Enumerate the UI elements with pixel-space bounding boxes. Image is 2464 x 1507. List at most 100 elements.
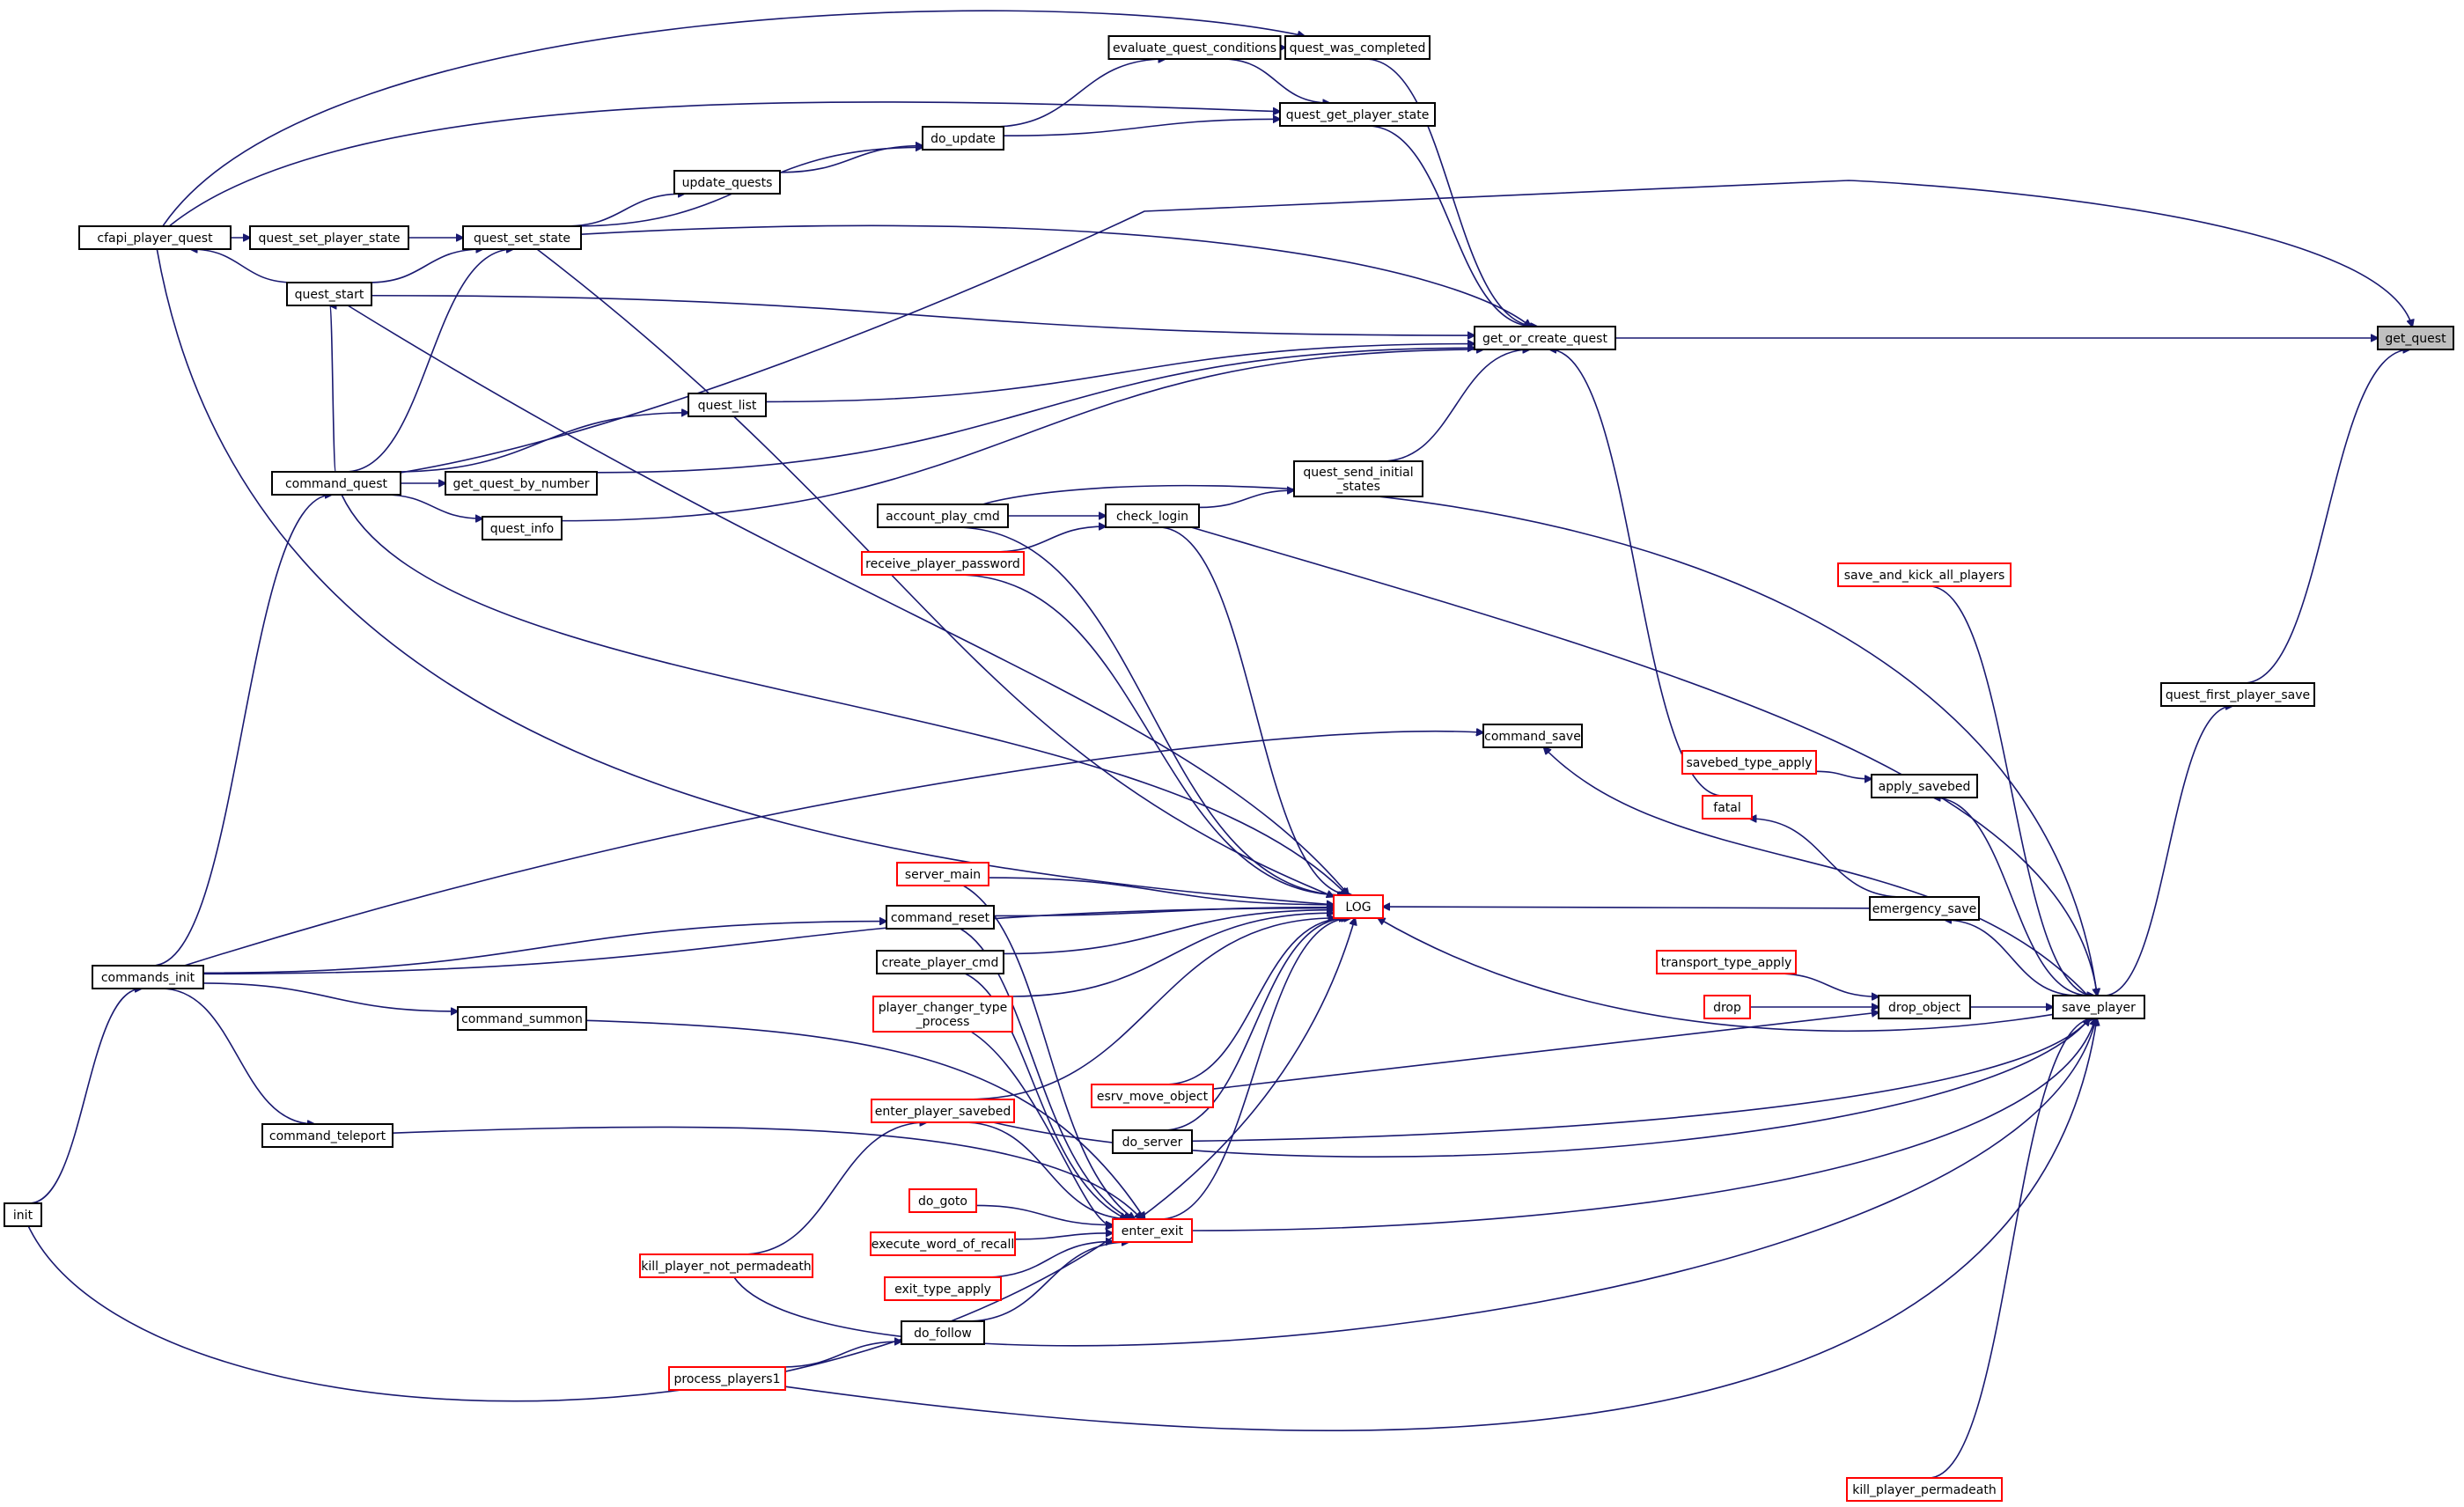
node-account-play-cmd[interactable]: account_play_cmd: [877, 504, 1009, 528]
node-box: [249, 225, 409, 250]
node-quest-send-initial-states[interactable]: quest_send_initial_states: [1293, 460, 1423, 497]
edge-server_main-to-LOG: [988, 877, 1334, 905]
node-player-changer-type-process[interactable]: player_changer_type_process: [872, 996, 1013, 1033]
node-command-reset[interactable]: command_reset: [886, 905, 995, 930]
node-box: [482, 516, 563, 540]
edge-command_quest-to-quest_info: [383, 494, 482, 518]
node-emergency-save[interactable]: emergency_save: [1869, 896, 1980, 921]
node-savebed-type-apply[interactable]: savebed_type_apply: [1681, 750, 1817, 775]
node-label: quest_start: [295, 288, 364, 302]
edge-quest_send_initial_states-to-get_or_create_quest: [1381, 349, 1530, 462]
edge-kill_player_permadeath-to-save_player: [1928, 1018, 2095, 1479]
edge-exit_type_apply-to-enter_exit: [983, 1241, 1113, 1278]
node-box: [1703, 995, 1751, 1019]
node-label: fatal: [1713, 801, 1740, 815]
node-esrv-move-object[interactable]: esrv_move_object: [1091, 1084, 1214, 1108]
node-create-player-cmd[interactable]: create_player_cmd: [876, 950, 1004, 974]
node-label: do_follow: [914, 1327, 972, 1341]
node-check-login[interactable]: check_login: [1105, 504, 1200, 528]
node-quest-get-player-state[interactable]: quest_get_player_state: [1279, 102, 1436, 127]
node-box: [2377, 326, 2454, 350]
node-box: [1846, 1477, 2003, 1502]
edge-evaluate_quest_conditions-to-quest_get_player_state: [1222, 58, 1330, 103]
node-quest-set-player-state[interactable]: quest_set_player_state: [249, 225, 409, 250]
node-update-quests[interactable]: update_quests: [673, 170, 781, 195]
node-enter-exit[interactable]: enter_exit: [1112, 1218, 1193, 1243]
node-LOG[interactable]: LOG: [1333, 894, 1384, 919]
node-do-update[interactable]: do_update: [922, 126, 1004, 151]
node-label: do_server: [1122, 1136, 1183, 1150]
node-quest-first-player-save[interactable]: quest_first_player_save: [2160, 682, 2315, 707]
node-label: quest_was_completed: [1290, 41, 1426, 55]
edge-account_play_cmd-to-LOG: [954, 526, 1346, 895]
node-command-teleport[interactable]: command_teleport: [261, 1123, 394, 1148]
edge-command_quest-to-LOG: [341, 494, 1347, 895]
node-label: quest_list: [698, 399, 757, 413]
node-do-goto[interactable]: do_goto: [908, 1188, 977, 1213]
node-box: [1681, 750, 1817, 775]
node-cfapi-player-quest[interactable]: cfapi_player_quest: [78, 225, 232, 250]
node-box: [1333, 894, 1384, 919]
node-exit-type-apply[interactable]: exit_type_apply: [884, 1276, 1002, 1301]
node-box: [1293, 460, 1423, 497]
edge-commands_init-to-command_reset: [202, 922, 886, 974]
node-commands-init[interactable]: commands_init: [92, 965, 204, 989]
node-label: command_teleport: [269, 1129, 386, 1143]
node-kill-player-permadeath[interactable]: kill_player_permadeath: [1846, 1477, 2003, 1502]
node-quest-start[interactable]: quest_start: [286, 282, 372, 306]
node-box: [2160, 682, 2315, 707]
edge-enter_player_savebed-to-enter_exit: [962, 1121, 1133, 1219]
edge-quest_set_state-to-get_or_create_quest: [580, 224, 1531, 327]
edge-save_player-to-emergency_save: [1945, 920, 2079, 996]
node-fatal[interactable]: fatal: [1702, 795, 1753, 820]
node-get-quest[interactable]: get_quest: [2377, 326, 2454, 350]
node-drop-object[interactable]: drop_object: [1878, 995, 1971, 1019]
node-quest-list[interactable]: quest_list: [688, 393, 767, 417]
node-box: [1091, 1084, 1214, 1108]
edge-commands_init-to-LOG: [202, 908, 1334, 975]
node-box: [668, 1366, 786, 1391]
node-command-summon[interactable]: command_summon: [457, 1006, 587, 1031]
node-process-players1[interactable]: process_players1: [668, 1366, 786, 1391]
node-label: cfapi_player_quest: [97, 232, 213, 246]
node-box: [922, 126, 1004, 151]
node-label: command_quest: [285, 477, 388, 491]
node-execute-word-of-recall[interactable]: execute_word_of_recall: [870, 1231, 1016, 1256]
node-evaluate-quest-conditions[interactable]: evaluate_quest_conditions: [1107, 35, 1282, 60]
node-box: [876, 950, 1004, 974]
node-label: do_goto: [918, 1195, 967, 1209]
node-get-or-create-quest[interactable]: get_or_create_quest: [1474, 326, 1616, 350]
node-label: quest_set_player_state: [258, 232, 400, 246]
node-quest-was-completed[interactable]: quest_was_completed: [1284, 35, 1431, 60]
node-command-quest[interactable]: command_quest: [271, 471, 401, 496]
edge-command_reset-to-LOG: [993, 908, 1334, 917]
edge-player_changer_type_process-to-LOG: [1011, 913, 1334, 997]
node-label: _states: [1335, 480, 1380, 494]
node-do-server[interactable]: do_server: [1112, 1129, 1193, 1154]
node-box: [872, 996, 1013, 1033]
node-save-and-kick-all-players[interactable]: save_and_kick_all_players: [1837, 562, 2012, 587]
node-quest-info[interactable]: quest_info: [482, 516, 563, 540]
edge-kill_player_not_permadeath-to-enter_player_savebed: [742, 1122, 927, 1255]
node-label: LOG: [1345, 901, 1371, 915]
edge-check_login-to-quest_send_initial_states: [1198, 490, 1294, 509]
node-transport-type-apply[interactable]: transport_type_apply: [1656, 950, 1797, 974]
node-label: esrv_move_object: [1097, 1090, 1209, 1104]
node-label: command_summon: [461, 1012, 583, 1026]
edge-command_quest-to-quest_list: [393, 413, 688, 473]
node-apply-savebed[interactable]: apply_savebed: [1871, 774, 1978, 798]
node-label: init: [13, 1209, 33, 1223]
node-do-follow[interactable]: do_follow: [901, 1320, 985, 1345]
node-receive-player-password[interactable]: receive_player_password: [861, 551, 1025, 576]
node-get-quest-by-number[interactable]: get_quest_by_number: [445, 471, 598, 496]
node-kill-player-not-permadeath[interactable]: kill_player_not_permadeath: [639, 1253, 813, 1278]
node-drop[interactable]: drop: [1703, 995, 1751, 1019]
node-quest-set-state[interactable]: quest_set_state: [462, 225, 582, 250]
node-init[interactable]: init: [4, 1202, 42, 1227]
node-save-player[interactable]: save_player: [2052, 995, 2145, 1019]
node-command-save[interactable]: command_save: [1482, 724, 1583, 748]
edge-do_server-to-save_player: [1191, 1018, 2090, 1143]
edge-command_summon-to-enter_exit: [585, 1019, 1145, 1219]
node-enter-player-savebed[interactable]: enter_player_savebed: [871, 1099, 1015, 1123]
node-server-main[interactable]: server_main: [896, 862, 989, 886]
